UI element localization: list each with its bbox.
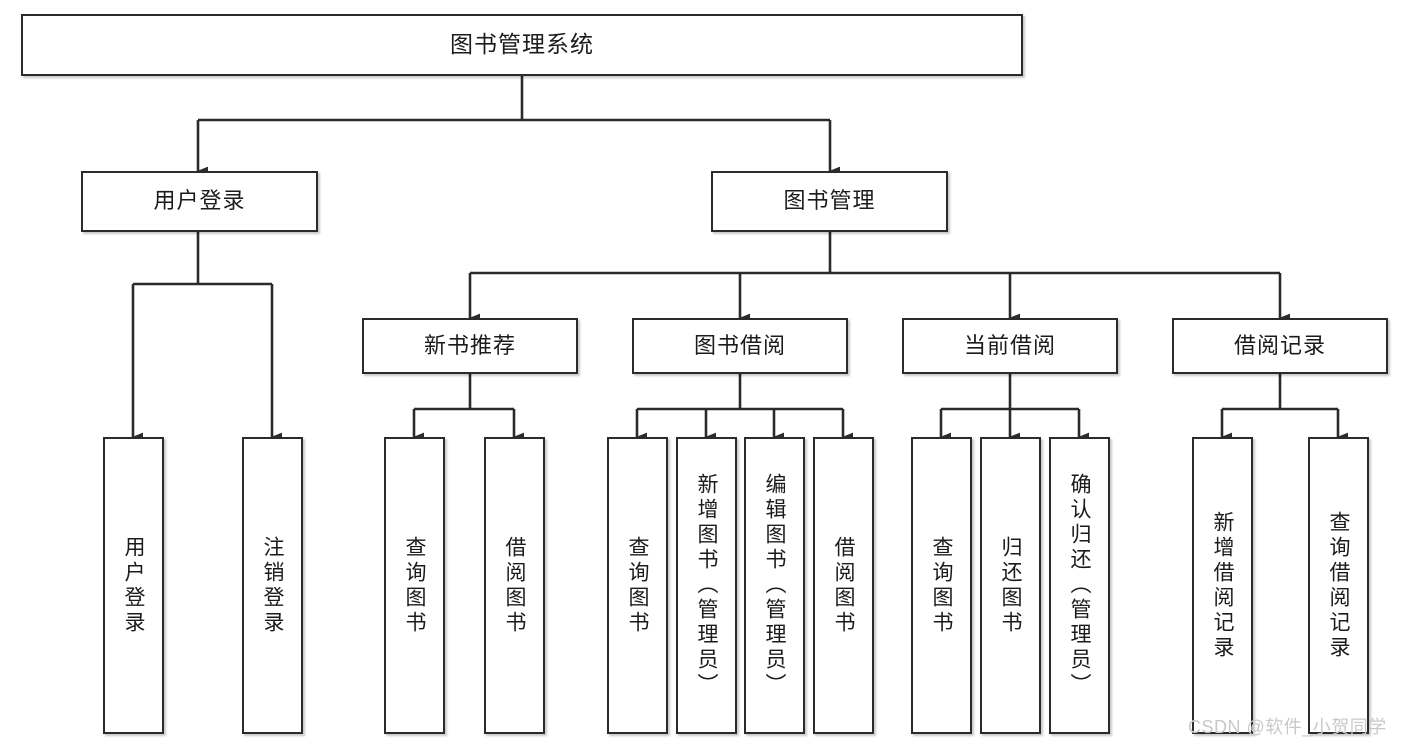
node-leaf-query-book-2[interactable]: 查询图书 <box>607 437 668 734</box>
node-leaf-query-record-label: 查询借阅记录 <box>1327 510 1350 661</box>
node-leaf-borrow-book-1-label: 借阅图书 <box>503 535 526 636</box>
node-leaf-confirm-return[interactable]: 确认归还（管理员） <box>1049 437 1110 734</box>
node-leaf-add-book-label: 新增图书（管理员） <box>695 473 718 698</box>
node-leaf-edit-book-label: 编辑图书（管理员） <box>763 473 786 698</box>
node-book-borrow-label: 图书借阅 <box>693 332 786 358</box>
node-leaf-query-record[interactable]: 查询借阅记录 <box>1308 437 1369 734</box>
node-leaf-return-book[interactable]: 归还图书 <box>980 437 1041 734</box>
node-book-manage-label: 图书管理 <box>783 188 876 214</box>
node-leaf-query-book-1[interactable]: 查询图书 <box>384 437 445 734</box>
node-leaf-query-book-1-label: 查询图书 <box>403 535 426 636</box>
node-leaf-add-record-label: 新增借阅记录 <box>1211 510 1234 661</box>
node-leaf-query-book-2-label: 查询图书 <box>626 535 649 636</box>
node-leaf-confirm-return-label: 确认归还（管理员） <box>1068 473 1091 698</box>
node-borrow-record[interactable]: 借阅记录 <box>1172 318 1388 374</box>
node-leaf-user-login[interactable]: 用户登录 <box>103 437 164 734</box>
node-book-borrow[interactable]: 图书借阅 <box>632 318 848 374</box>
node-current-borrow[interactable]: 当前借阅 <box>902 318 1118 374</box>
node-borrow-record-label: 借阅记录 <box>1233 332 1326 358</box>
node-leaf-return-book-label: 归还图书 <box>999 535 1022 636</box>
node-root-label: 图书管理系统 <box>450 31 594 58</box>
node-leaf-borrow-book-1[interactable]: 借阅图书 <box>484 437 545 734</box>
node-leaf-query-book-3[interactable]: 查询图书 <box>911 437 972 734</box>
node-leaf-add-book[interactable]: 新增图书（管理员） <box>676 437 737 734</box>
node-leaf-borrow-book-2[interactable]: 借阅图书 <box>813 437 874 734</box>
node-leaf-logout-label: 注销登录 <box>261 535 284 636</box>
node-user-login-label: 用户登录 <box>153 188 246 214</box>
node-user-login[interactable]: 用户登录 <box>81 171 318 232</box>
node-root[interactable]: 图书管理系统 <box>21 14 1023 76</box>
node-leaf-edit-book[interactable]: 编辑图书（管理员） <box>744 437 805 734</box>
node-leaf-logout[interactable]: 注销登录 <box>242 437 303 734</box>
node-leaf-add-record[interactable]: 新增借阅记录 <box>1192 437 1253 734</box>
node-new-book-rec-label: 新书推荐 <box>423 332 516 358</box>
node-leaf-user-login-label: 用户登录 <box>122 535 145 636</box>
csdn-watermark: CSDN @软件_小贺同学 <box>1188 717 1387 737</box>
node-current-borrow-label: 当前借阅 <box>963 332 1056 358</box>
node-leaf-borrow-book-2-label: 借阅图书 <box>832 535 855 636</box>
node-new-book-rec[interactable]: 新书推荐 <box>362 318 578 374</box>
node-leaf-query-book-3-label: 查询图书 <box>930 535 953 636</box>
node-book-manage[interactable]: 图书管理 <box>711 171 948 232</box>
